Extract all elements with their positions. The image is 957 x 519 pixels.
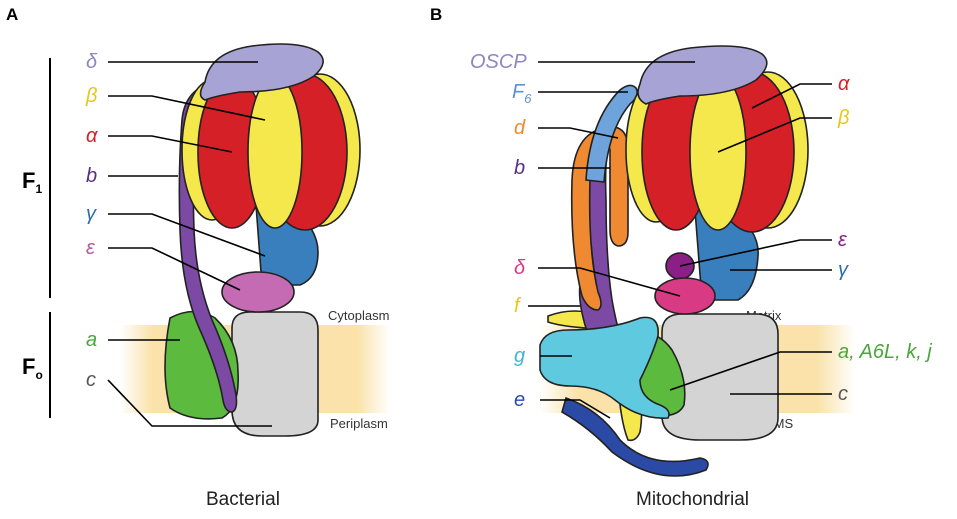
line-m-delta: [538, 267, 681, 297]
bacterial-caption: Bacterial: [206, 489, 280, 510]
label-bact-a: a: [86, 329, 97, 351]
mito-g-subunit: [539, 316, 670, 419]
label-mito-g: g: [514, 345, 525, 367]
periplasm-label: Periplasm: [330, 416, 388, 431]
line-b-c: [107, 379, 272, 427]
mito-hexamer: [625, 71, 809, 233]
panel-b: B Matrix IMS: [430, 5, 932, 510]
mito-oscp: [637, 45, 768, 105]
label-mito-d: d: [514, 117, 526, 139]
mito-f6-subunit: [585, 84, 638, 183]
label-mito-beta: β: [837, 107, 849, 129]
bacterial-c-ring: [231, 311, 319, 437]
label-mito-c: c: [838, 383, 848, 405]
mito-e-subunit: [561, 396, 709, 477]
line-m-beta: [717, 117, 832, 153]
panel-b-letter: B: [430, 5, 442, 24]
cytoplasm-label: Cytoplasm: [328, 308, 389, 323]
label-mito-f: f: [514, 295, 522, 317]
label-bact-alpha: α: [86, 125, 98, 147]
label-bact-delta: δ: [86, 51, 98, 73]
line-m-epsilon: [679, 239, 832, 267]
line-b-alpha: [108, 135, 233, 153]
mitochondrial-caption: Mitochondrial: [636, 489, 749, 510]
bacterial-epsilon: [221, 271, 295, 313]
line-b-beta: [108, 95, 266, 121]
fo-sector-label: Fo: [22, 354, 43, 382]
label-mito-f6: F6: [512, 81, 532, 106]
label-mito-alpha: α: [838, 73, 850, 95]
line-m-a: [669, 351, 832, 391]
bacterial-hexamer: [181, 73, 361, 231]
label-mito-e: e: [514, 389, 525, 411]
label-bact-b: b: [86, 165, 97, 187]
label-mito-b: b: [514, 157, 525, 179]
label-bact-gamma: γ: [86, 203, 97, 225]
f1-sector-label: F1: [22, 168, 42, 196]
label-bact-c: c: [86, 369, 96, 391]
bacterial-delta: [199, 43, 324, 101]
panel-a: A F1 Fo Cytoplasm Periplasm: [6, 5, 390, 510]
label-mito-oscp: OSCP: [470, 51, 527, 73]
label-mito-epsilon: ε: [838, 229, 848, 251]
line-m-e: [540, 399, 611, 419]
label-mito-delta: δ: [514, 257, 526, 279]
line-b-epsilon: [108, 247, 241, 291]
panel-a-letter: A: [6, 5, 18, 24]
mito-delta: [654, 277, 716, 315]
label-mito-gamma: γ: [838, 259, 849, 281]
line-m-alpha: [751, 83, 832, 109]
label-bact-epsilon: ε: [86, 237, 96, 259]
label-mito-a-group: a, A6L, k, j: [838, 341, 932, 363]
line-b-gamma: [108, 213, 266, 257]
mito-c-ring: [661, 313, 779, 441]
label-bact-beta: β: [85, 85, 97, 107]
line-m-d: [538, 127, 619, 139]
